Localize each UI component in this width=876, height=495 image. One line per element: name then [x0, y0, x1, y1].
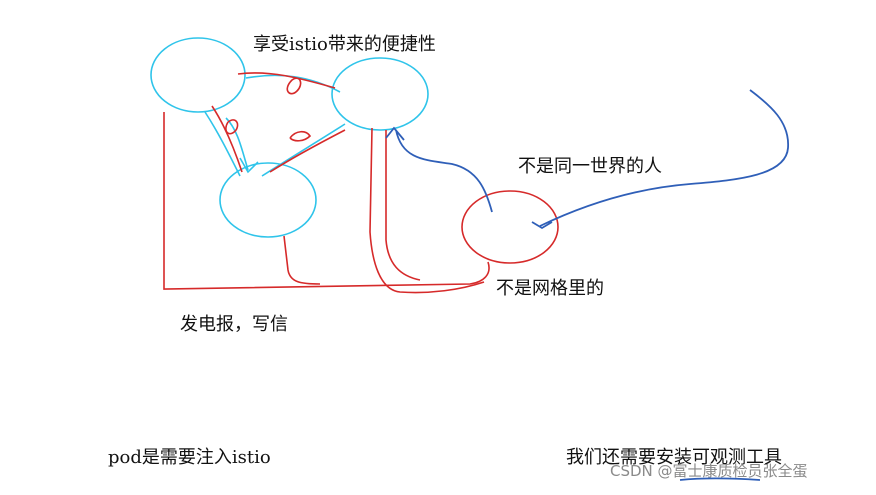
sidecar-swirl-right [289, 130, 312, 142]
observability-tools-note: 我们还需要安装可观测工具 [566, 447, 782, 468]
mesh-link-right [261, 123, 346, 177]
sidecar-line-left [211, 105, 243, 173]
top-caption: 享受istio带来的便捷性 [253, 34, 436, 55]
red-link-bottom [283, 235, 321, 285]
mesh-link-left [204, 111, 241, 177]
sidecar-swirl-top [286, 77, 302, 95]
different-world-label: 不是同一世界的人 [518, 156, 662, 177]
red-link-middle [385, 130, 421, 281]
mesh-pod-circle-bottom [219, 162, 317, 238]
telegram-letter-label: 发电报，写信 [180, 314, 288, 335]
not-in-mesh-label: 不是网格里的 [496, 278, 604, 299]
blue-arrow-to-outside [531, 89, 789, 230]
outside-service-circle [461, 190, 559, 264]
sidecar-swirl-left [225, 119, 239, 135]
credit-watermark: CSDN @富士康质检员张全蛋 [610, 462, 808, 480]
blue-arrow-to-mesh [385, 126, 493, 213]
mesh-pod-circle-top-right [331, 57, 429, 131]
sidecar-line-top [237, 72, 336, 89]
mesh-pod-circle-top-left [150, 37, 246, 113]
pod-inject-note: pod是需要注入istio [108, 447, 271, 468]
red-link-right [369, 127, 485, 294]
blue-underline [679, 477, 761, 481]
red-link-left [163, 112, 490, 290]
sidecar-line-right [269, 129, 346, 173]
